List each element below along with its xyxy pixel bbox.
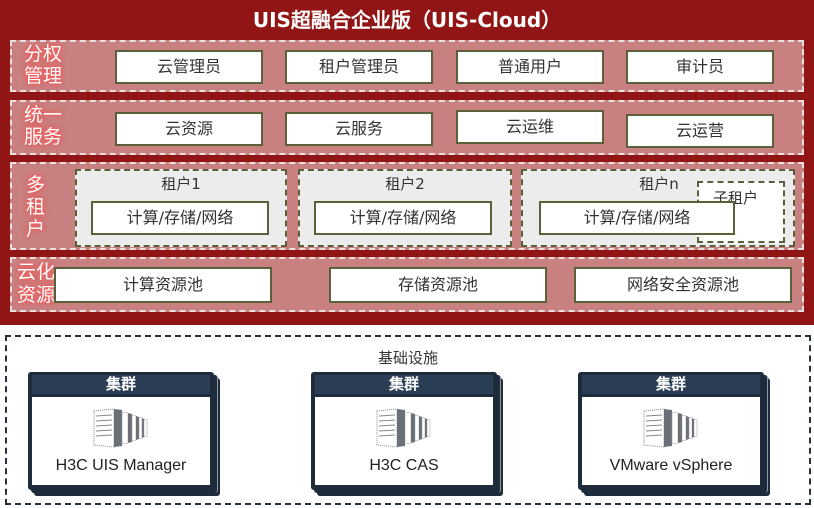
server-rack-icon xyxy=(93,408,148,448)
tenant-name: 租户n xyxy=(639,175,679,193)
layer-label: 统一 服务 xyxy=(24,104,63,148)
cluster-header: 集群 xyxy=(315,375,493,394)
tenant-resources: 计算/存储/网络 xyxy=(91,201,269,235)
infrastructure-title: 基础设施 xyxy=(377,349,438,367)
tenant-name: 租户1 xyxy=(161,175,201,193)
diagram-title: UIS超融合企业版（UIS-Cloud） xyxy=(252,8,562,32)
role-tenant-admin: 租户管理员 xyxy=(285,50,433,84)
layer-permission-management: 分权 管理 云管理员 租户管理员 普通用户 审计员 xyxy=(10,40,804,92)
network-security-pool: 网络安全资源池 xyxy=(574,267,792,303)
service-cloud-resources: 云资源 xyxy=(115,112,263,146)
tenant-1: 租户1 计算/存储/网络 xyxy=(75,169,287,247)
cluster-header: 集群 xyxy=(582,375,760,394)
cluster-header: 集群 xyxy=(32,375,210,394)
storage-pool: 存储资源池 xyxy=(329,267,547,303)
tenant-name: 租户2 xyxy=(385,175,425,193)
server-rack-icon xyxy=(643,408,698,448)
uis-cloud-container: UIS超融合企业版（UIS-Cloud） 分权 管理 云管理员 租户管理员 普通… xyxy=(0,0,814,325)
cluster-h3c-cas: 集群 H3C CAS xyxy=(311,372,503,496)
layer-label: 分权 管理 xyxy=(24,43,63,87)
service-cloud-operation: 云运营 xyxy=(626,114,774,148)
layer-label: 云化 资源 xyxy=(17,261,56,306)
tenant-2: 租户2 计算/存储/网络 xyxy=(298,169,512,247)
service-cloud-ops: 云运维 xyxy=(456,110,604,144)
cluster-h3c-uis-manager: 集群 H3C UIS Manager xyxy=(28,372,220,496)
layer-cloud-resources: 云化 资源 计算资源池 存储资源池 网络安全资源池 xyxy=(10,257,804,312)
layer-multi-tenant: 多 租 户 租户1 计算/存储/网络 租户2 计算/存储/网络 租户n 子租户 … xyxy=(10,162,804,250)
tenant-resources: 计算/存储/网络 xyxy=(539,201,735,235)
compute-pool: 计算资源池 xyxy=(54,267,272,303)
infrastructure-section: 基础设施 xyxy=(5,335,811,505)
tenant-resources: 计算/存储/网络 xyxy=(314,201,492,235)
service-cloud-services: 云服务 xyxy=(285,112,433,146)
server-rack-icon xyxy=(376,408,431,448)
role-auditor: 审计员 xyxy=(626,50,774,84)
layer-label: 多 租 户 xyxy=(26,174,46,240)
cluster-vmware-vsphere: 集群 VMware vSphere xyxy=(578,372,770,496)
layer-unified-service: 统一 服务 云资源 云服务 云运维 云运营 xyxy=(10,100,804,155)
cluster-label: VMware vSphere xyxy=(609,457,733,474)
role-regular-user: 普通用户 xyxy=(456,50,604,84)
tenant-n: 租户n 子租户 计算/存储/网络 xyxy=(521,169,795,247)
cluster-label: H3C CAS xyxy=(369,457,439,474)
cluster-label: H3C UIS Manager xyxy=(55,457,187,474)
role-cloud-admin: 云管理员 xyxy=(115,50,263,84)
